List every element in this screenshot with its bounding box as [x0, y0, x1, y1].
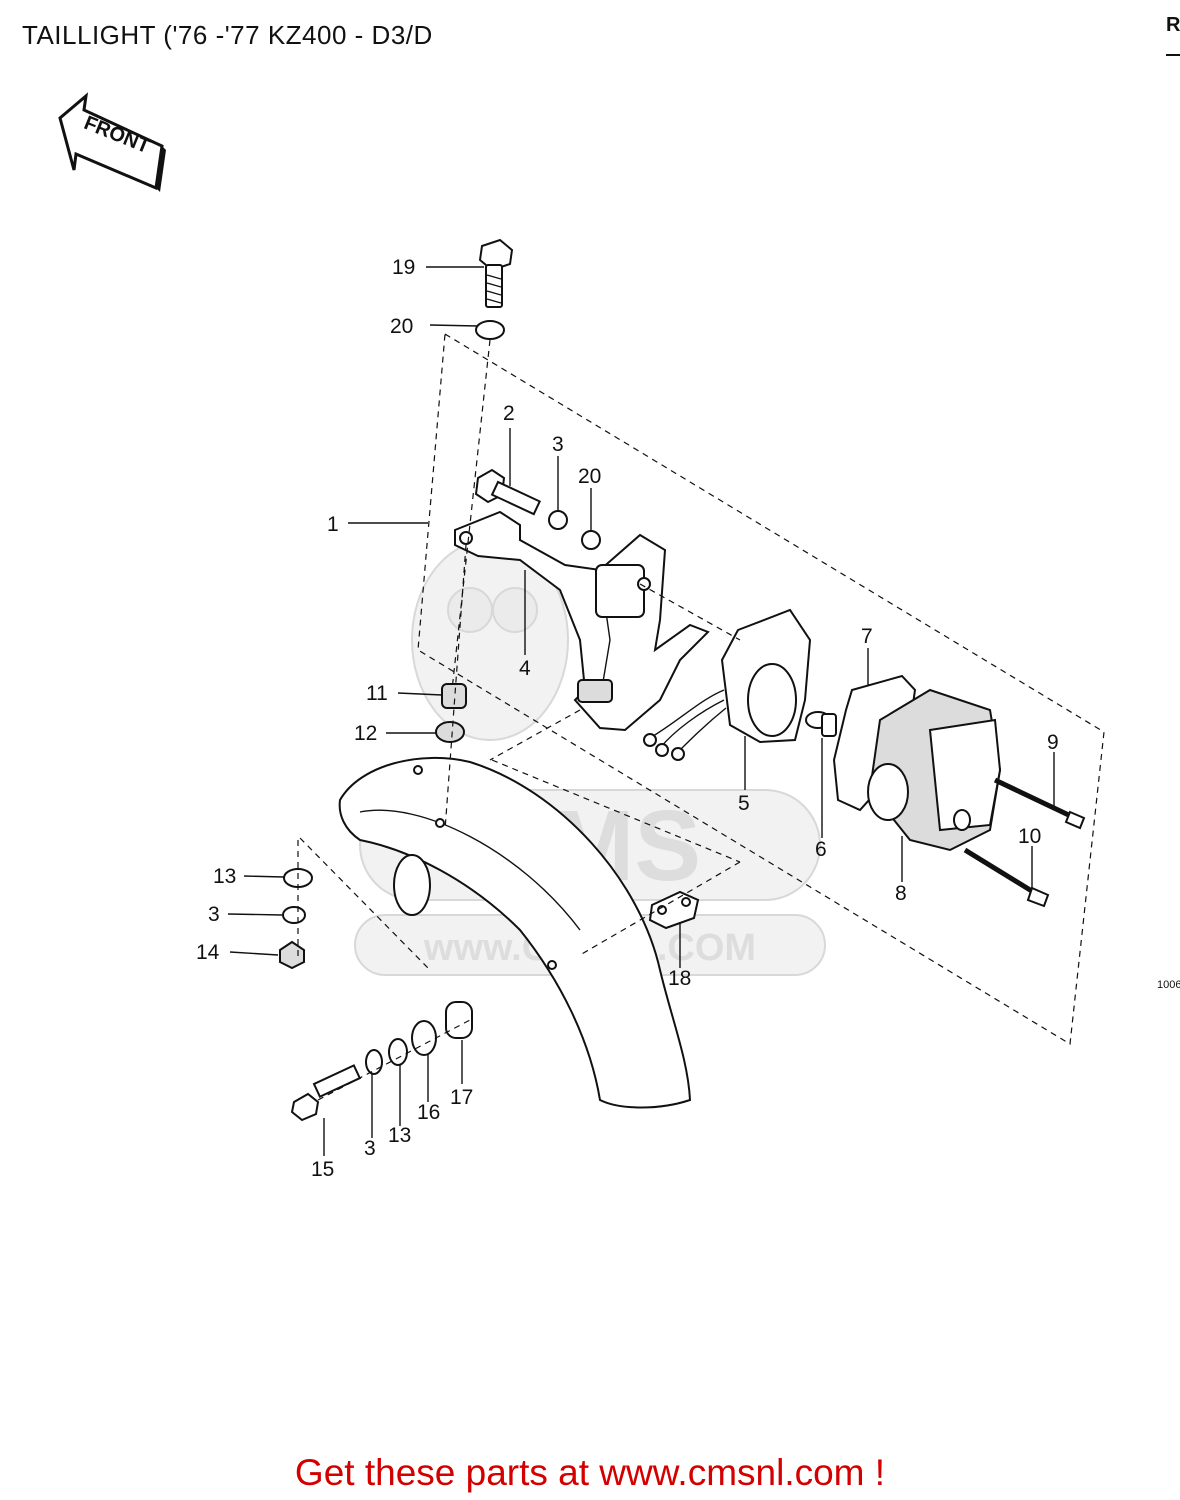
lens-screw-long: [993, 777, 1086, 830]
bracket-bolt: [474, 468, 542, 516]
fender-bolt: [290, 1064, 362, 1122]
grommet-collar: [435, 721, 465, 743]
callout-18: 18: [668, 967, 691, 990]
lens-gasket: [832, 674, 917, 812]
fender-nut-14: [279, 940, 305, 970]
callout-11: 11: [366, 682, 388, 705]
callout-5: 5: [738, 792, 750, 815]
callout-13-left: 13: [213, 865, 236, 888]
callout-3-left: 3: [208, 903, 220, 926]
callout-10: 10: [1018, 825, 1041, 848]
bracket-lock-washer: [581, 530, 601, 550]
callout-4: 4: [519, 657, 531, 680]
rear-fender: [338, 756, 692, 1109]
callout-numbers: 19 20 2 3 20 1 4 11 12 7 5 6 9 10 8 13 3…: [196, 256, 1059, 1181]
fender-bolt-washer-3: [365, 1049, 383, 1075]
callout-13-bottom: 13: [388, 1124, 411, 1147]
fender-bolt-washer-16: [411, 1020, 437, 1056]
callout-14: 14: [196, 941, 220, 964]
footer-promo-text[interactable]: Get these parts at www.cmsnl.com !: [294, 1452, 886, 1493]
fender-spacer-17: [445, 1001, 473, 1039]
callout-17: 17: [450, 1086, 473, 1109]
callout-1: 1: [327, 513, 339, 536]
callout-3-bottom: 3: [364, 1137, 376, 1160]
callout-20-upper: 20: [578, 465, 601, 488]
fender-bolt-washer-13: [388, 1038, 408, 1066]
callout-3-upper: 3: [552, 433, 564, 456]
lamp-base: [643, 608, 812, 761]
callout-9: 9: [1047, 731, 1059, 754]
page-title: TAILLIGHT ('76 -'77 KZ400 - D3/D: [22, 20, 433, 50]
leader-lines: [227, 266, 1055, 1156]
callout-2: 2: [503, 402, 515, 425]
bulb: [805, 711, 837, 737]
callout-12: 12: [354, 722, 377, 745]
assembly-plane-outline: [417, 332, 1105, 1045]
callout-16: 16: [417, 1101, 440, 1124]
mount-plate: [648, 890, 700, 930]
fender-washer-3: [282, 906, 306, 924]
callout-7: 7: [861, 625, 873, 648]
lens-screw-short: [963, 847, 1050, 908]
corner-dash: [1166, 54, 1180, 56]
callout-8: 8: [895, 882, 907, 905]
drawing-ref-code: 1006: [1157, 979, 1180, 991]
taillight-bracket: [454, 510, 710, 732]
taillight-lens: [867, 688, 1002, 852]
bracket-washer: [548, 510, 568, 530]
bolt-washer-top: [475, 320, 505, 340]
callout-20-top: 20: [390, 315, 413, 338]
assembly-lines: [297, 339, 741, 1101]
rubber-grommet: [441, 683, 467, 709]
mounting-bolt: [478, 238, 514, 308]
front-arrow-icon: FRONT: [58, 92, 166, 192]
callout-19: 19: [392, 256, 415, 279]
callout-15: 15: [311, 1158, 334, 1181]
corner-mark: R: [1166, 14, 1180, 36]
callout-6: 6: [815, 838, 827, 861]
